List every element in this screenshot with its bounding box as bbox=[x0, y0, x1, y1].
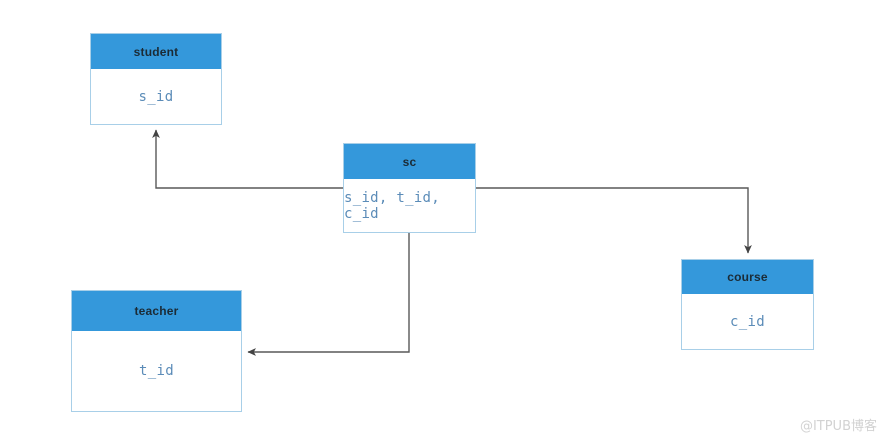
watermark: @ITPUB博客 bbox=[799, 419, 877, 434]
connector-sc-to-student bbox=[152, 129, 343, 189]
entity-sc-fields: s_id, t_id, c_id bbox=[344, 179, 475, 232]
entity-student[interactable]: student s_id bbox=[90, 33, 222, 125]
entity-course-title: course bbox=[727, 270, 768, 284]
entity-course-fields: c_id bbox=[682, 294, 813, 349]
entity-student-fields: s_id bbox=[91, 69, 221, 124]
entity-teacher[interactable]: teacher t_id bbox=[71, 290, 242, 412]
entity-sc[interactable]: sc s_id, t_id, c_id bbox=[343, 143, 476, 233]
connector-sc-to-teacher bbox=[247, 233, 410, 356]
entity-course-title-bar: course bbox=[682, 260, 813, 294]
entity-teacher-fields: t_id bbox=[72, 331, 241, 411]
entity-student-field-list: s_id bbox=[138, 88, 174, 105]
entity-sc-field-list: s_id, t_id, c_id bbox=[344, 189, 441, 222]
entity-student-title: student bbox=[133, 44, 179, 59]
entity-student-title-bar: student bbox=[91, 34, 221, 69]
entity-teacher-title: teacher bbox=[134, 304, 179, 318]
entity-course-field-list: c_id bbox=[730, 313, 765, 330]
connector-sc-to-course bbox=[476, 187, 752, 254]
entity-course[interactable]: course c_id bbox=[681, 259, 814, 350]
entity-sc-title-bar: sc bbox=[344, 144, 475, 179]
entity-teacher-field-list: t_id bbox=[139, 363, 174, 379]
entity-teacher-title-bar: teacher bbox=[72, 291, 241, 331]
entity-sc-title: sc bbox=[402, 154, 417, 169]
